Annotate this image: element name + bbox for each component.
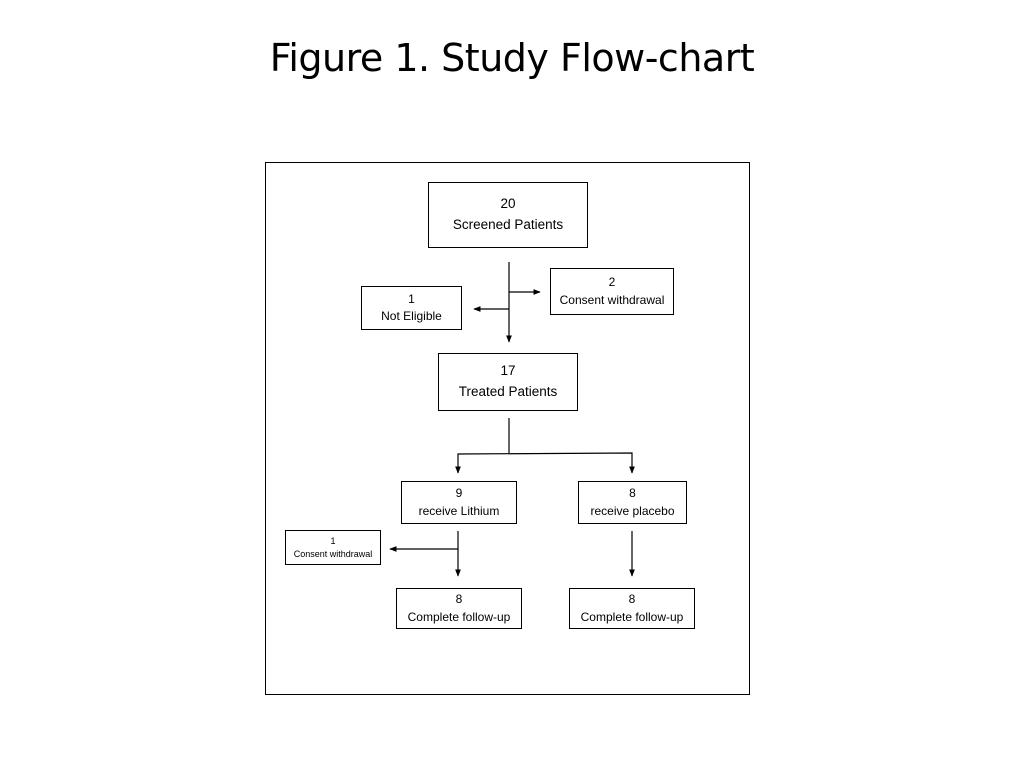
placebo-count: 8: [629, 486, 636, 501]
placebo-label: receive placebo: [590, 503, 675, 518]
consent-withdrawal-box: 2 Consent withdrawal: [550, 268, 674, 315]
placebo-followup-count: 8: [628, 592, 636, 607]
lithium-label: receive Lithium: [418, 503, 500, 518]
lithium-count: 9: [455, 486, 463, 501]
diagram-frame: [265, 162, 750, 695]
not-eligible-box: 1 Not Eligible: [361, 286, 462, 330]
not-eligible-count: 1: [408, 291, 415, 306]
not-eligible-label: Not Eligible: [381, 309, 442, 323]
consent-withdrawal-label: Consent withdrawal: [559, 292, 665, 307]
screened-label: Screened Patients: [452, 217, 564, 232]
treated-count: 17: [500, 363, 516, 379]
screened-count: 20: [500, 196, 516, 212]
lithium-box: 9 receive Lithium: [401, 481, 517, 524]
lithium-followup-box: 8 Complete follow-up: [396, 588, 522, 629]
treated-patients-box: 17 Treated Patients: [438, 353, 578, 411]
placebo-box: 8 receive placebo: [578, 481, 687, 524]
consent-withdrawal-2-box: 1 Consent withdrawal: [285, 530, 381, 565]
consent-withdrawal-2-count: 1: [330, 536, 336, 547]
lithium-followup-label: Complete follow-up: [407, 609, 511, 624]
consent-withdrawal-count: 2: [608, 275, 616, 290]
screened-patients-box: 20 Screened Patients: [428, 182, 588, 248]
lithium-followup-count: 8: [455, 592, 463, 607]
placebo-followup-label: Complete follow-up: [580, 609, 684, 624]
page-title: Figure 1. Study Flow-chart: [269, 36, 755, 80]
placebo-followup-box: 8 Complete follow-up: [569, 588, 695, 629]
treated-label: Treated Patients: [458, 384, 558, 399]
consent-withdrawal-2-label: Consent withdrawal: [293, 548, 373, 559]
